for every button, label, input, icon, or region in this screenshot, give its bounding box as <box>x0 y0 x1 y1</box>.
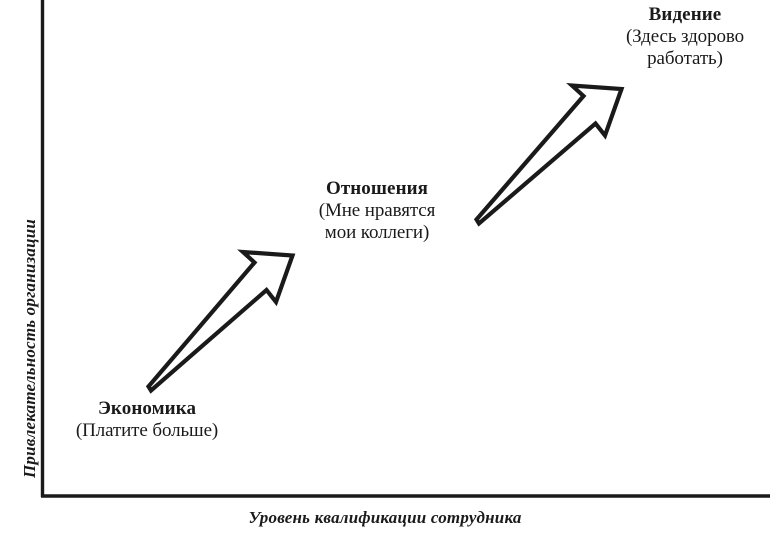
stage-subtitle-economics-line-1: (Платите больше) <box>75 420 219 442</box>
y-axis-title-text: Привлекательность организации <box>20 218 39 478</box>
growth-arrow-shape <box>145 249 296 394</box>
stage-subtitle-relations-line-2: мои коллеги) <box>324 222 430 244</box>
growth-arrow-shape <box>473 82 625 227</box>
x-axis-title-text: Уровень квалификации сотрудника <box>248 508 522 527</box>
stage-label-relations: Отношения (Мне нравятся мои коллеги) <box>288 178 466 245</box>
growth-arrow-icon <box>473 82 625 227</box>
stage-title-economics: Экономика <box>97 398 197 419</box>
stage-subtitle-vision-line-1: (Здесь здорово <box>625 26 745 48</box>
growth-arrow-icon <box>145 249 296 394</box>
stage-label-vision: Видение (Здесь здорово работать) <box>600 4 770 71</box>
stage-subtitle-vision-line-2: работать) <box>647 48 723 70</box>
stage-title-vision: Видение <box>648 4 722 25</box>
stage-title-relations: Отношения <box>325 178 429 199</box>
y-axis-title: Привлекательность организации <box>0 0 39 500</box>
x-axis-title: Уровень квалификации сотрудника <box>0 508 770 528</box>
stage-subtitle-relations-line-1: (Мне нравятся <box>318 200 436 222</box>
stage-label-economics: Экономика (Платите больше) <box>57 398 237 442</box>
